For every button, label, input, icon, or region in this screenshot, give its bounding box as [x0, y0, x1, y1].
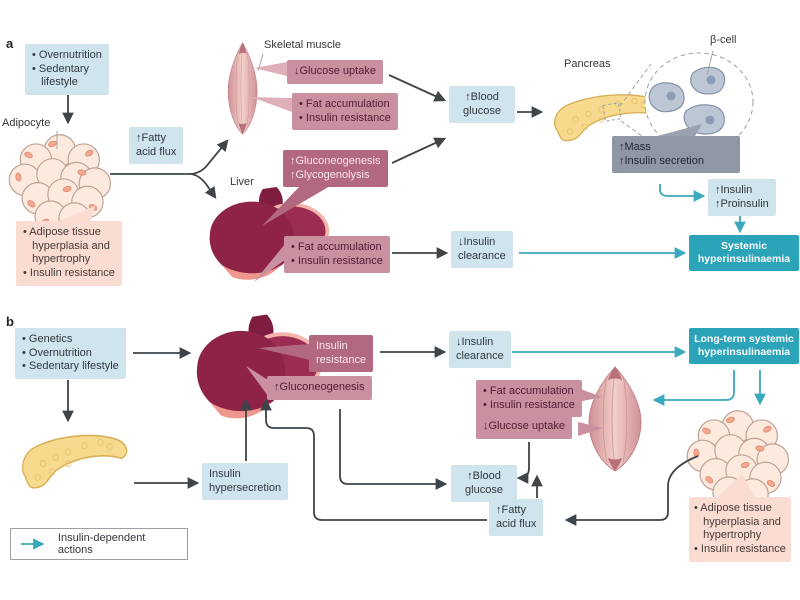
- skeletal-muscle-label-a: Skeletal muscle: [264, 39, 342, 51]
- mass-secretion-box-a: ↑Mass ↑Insulin secretion: [612, 136, 740, 174]
- label-leader-lines: [56, 50, 714, 149]
- fatty-acid-flux-box-b: ↑Fatty acid flux: [489, 499, 544, 537]
- pancreas-b: [21, 434, 128, 489]
- adipocyte-cluster-a: [8, 134, 112, 235]
- flow-arrows: [62, 74, 699, 526]
- gluconeogenesis-box-a: ↑Gluconeogenesis ↑Glycogenolysis: [283, 150, 388, 188]
- insulin-resistance-box-b: Insulin resistance: [309, 335, 374, 373]
- arrow-glucoseuptake-to-bloodglucose-a: [388, 74, 447, 102]
- causes-box-a: • Overnutrition • Sedentary lifestyle: [25, 44, 109, 95]
- skeletal-muscle-b: [588, 366, 642, 472]
- liver-state-box-a: • Fat accumulation • Insulin resistance: [284, 236, 390, 274]
- arrow-mass-to-insulin-a: [659, 184, 706, 202]
- longterm-hyperinsulinaemia-box-b: Long-term systemic hyperinsulinaemia: [689, 328, 799, 365]
- blood-glucose-box-a: ↑Blood glucose: [449, 86, 515, 124]
- arrow-longterm-to-muscle-b: [652, 370, 735, 406]
- liver-b: [194, 312, 323, 421]
- insulin-dependent-arrows: [512, 184, 766, 406]
- causes-box-b: • Genetics • Overnutrition • Sedentary l…: [15, 328, 126, 379]
- insulin-clearance-box-b: ↓Insulin clearance: [449, 331, 511, 369]
- gluconeogenesis-box-b: ↑Gluconeogenesis: [267, 376, 372, 400]
- glucose-uptake-box-a: ↓Glucose uptake: [287, 60, 383, 84]
- insulin-dependent-arrow-icon: [20, 538, 45, 550]
- legend-label: Insulin-dependent actions: [57, 532, 146, 556]
- arrow-fattyflux-to-liver-a: [190, 173, 217, 199]
- skeletal-muscle-a: [227, 42, 258, 135]
- muscle-state-box-b: • Fat accumulation • Insulin resistance: [476, 380, 582, 418]
- systemic-hyperinsulinaemia-box-a: Systemic hyperinsulinaemia: [689, 235, 799, 272]
- insulin-clearance-box-a: ↓Insulin clearance: [451, 231, 513, 269]
- blood-glucose-box-b: ↑Blood glucose: [451, 465, 517, 503]
- adipose-state-box-b: • Adipose tissue hyperplasia and hypertr…: [689, 497, 791, 562]
- beta-cell-label: β-cell: [710, 34, 737, 46]
- pancreas-label-a: Pancreas: [564, 58, 611, 70]
- adipose-state-box-a: • Adipose tissue hyperplasia and hypertr…: [16, 221, 122, 286]
- glucose-uptake-box-b: ↓Glucose uptake: [476, 415, 572, 439]
- arrow-fattyflux-to-muscle-a: [190, 139, 229, 175]
- fatty-acid-flux-box-a: ↑Fatty acid flux: [129, 127, 184, 165]
- callout-wedges: [55, 62, 756, 499]
- muscle-state-box-a: • Fat accumulation • Insulin resistance: [292, 93, 398, 131]
- panel-a-label: a: [6, 36, 14, 51]
- arrow-gluconeogenesis-to-bloodglucose-b: [339, 409, 448, 490]
- arrow-fattyflux-to-liver-b: [260, 398, 487, 521]
- legend: Insulin-dependent actions: [10, 528, 188, 560]
- arrow-gluconeogenesis-to-bloodglucose-a: [391, 137, 447, 164]
- insulin-proinsulin-box-a: ↑Insulin ↑Proinsulin: [708, 179, 776, 217]
- liver-label-a: Liver: [230, 176, 254, 188]
- adipocyte-label-a: Adipocyte: [2, 117, 51, 129]
- beta-cell-zoom: [602, 52, 754, 152]
- panel-b-label: b: [6, 314, 14, 329]
- arrow-glucoseuptake-to-bloodglucose-b: [516, 442, 530, 484]
- insulin-hypersecretion-box-b: Insulin hypersecretion: [202, 463, 289, 501]
- arrow-adipocyte-to-fattyflux-b: [564, 455, 699, 526]
